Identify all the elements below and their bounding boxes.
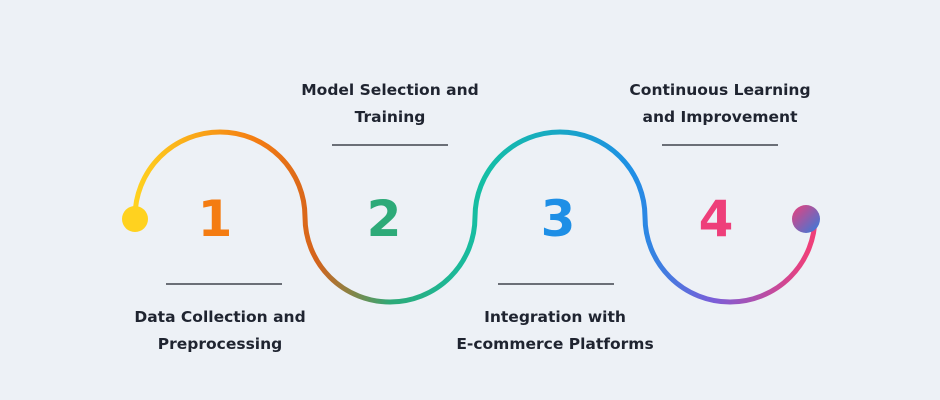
step-1-number: 1	[197, 190, 233, 248]
step-3-title-line2: E-commerce Platforms	[456, 335, 654, 353]
step-3-divider	[498, 283, 614, 285]
step-2-title-line1: Model Selection and	[301, 81, 479, 99]
step-2-number: 2	[366, 190, 402, 248]
wave-curve	[132, 129, 818, 305]
step-4-title-line2: and Improvement	[642, 108, 798, 126]
step-4-title: Continuous Learning and Improvement	[600, 77, 840, 131]
step-1-title-line1: Data Collection and	[134, 308, 306, 326]
step-3-number: 3	[540, 190, 576, 248]
step-1-title: Data Collection and Preprocessing	[100, 304, 340, 358]
step-3-title-line1: Integration with	[484, 308, 626, 326]
step-2-title-line2: Training	[354, 108, 426, 126]
step-2-divider	[332, 144, 448, 146]
end-dot	[792, 205, 820, 233]
step-4-number: 4	[698, 190, 734, 248]
step-4-divider	[662, 144, 778, 146]
step-4-title-line1: Continuous Learning	[629, 81, 811, 99]
step-1-title-line2: Preprocessing	[157, 335, 283, 353]
step-2-title: Model Selection and Training	[270, 77, 510, 131]
step-1-divider	[166, 283, 282, 285]
start-dot	[122, 206, 148, 232]
step-3-title: Integration with E-commerce Platforms	[435, 304, 675, 358]
